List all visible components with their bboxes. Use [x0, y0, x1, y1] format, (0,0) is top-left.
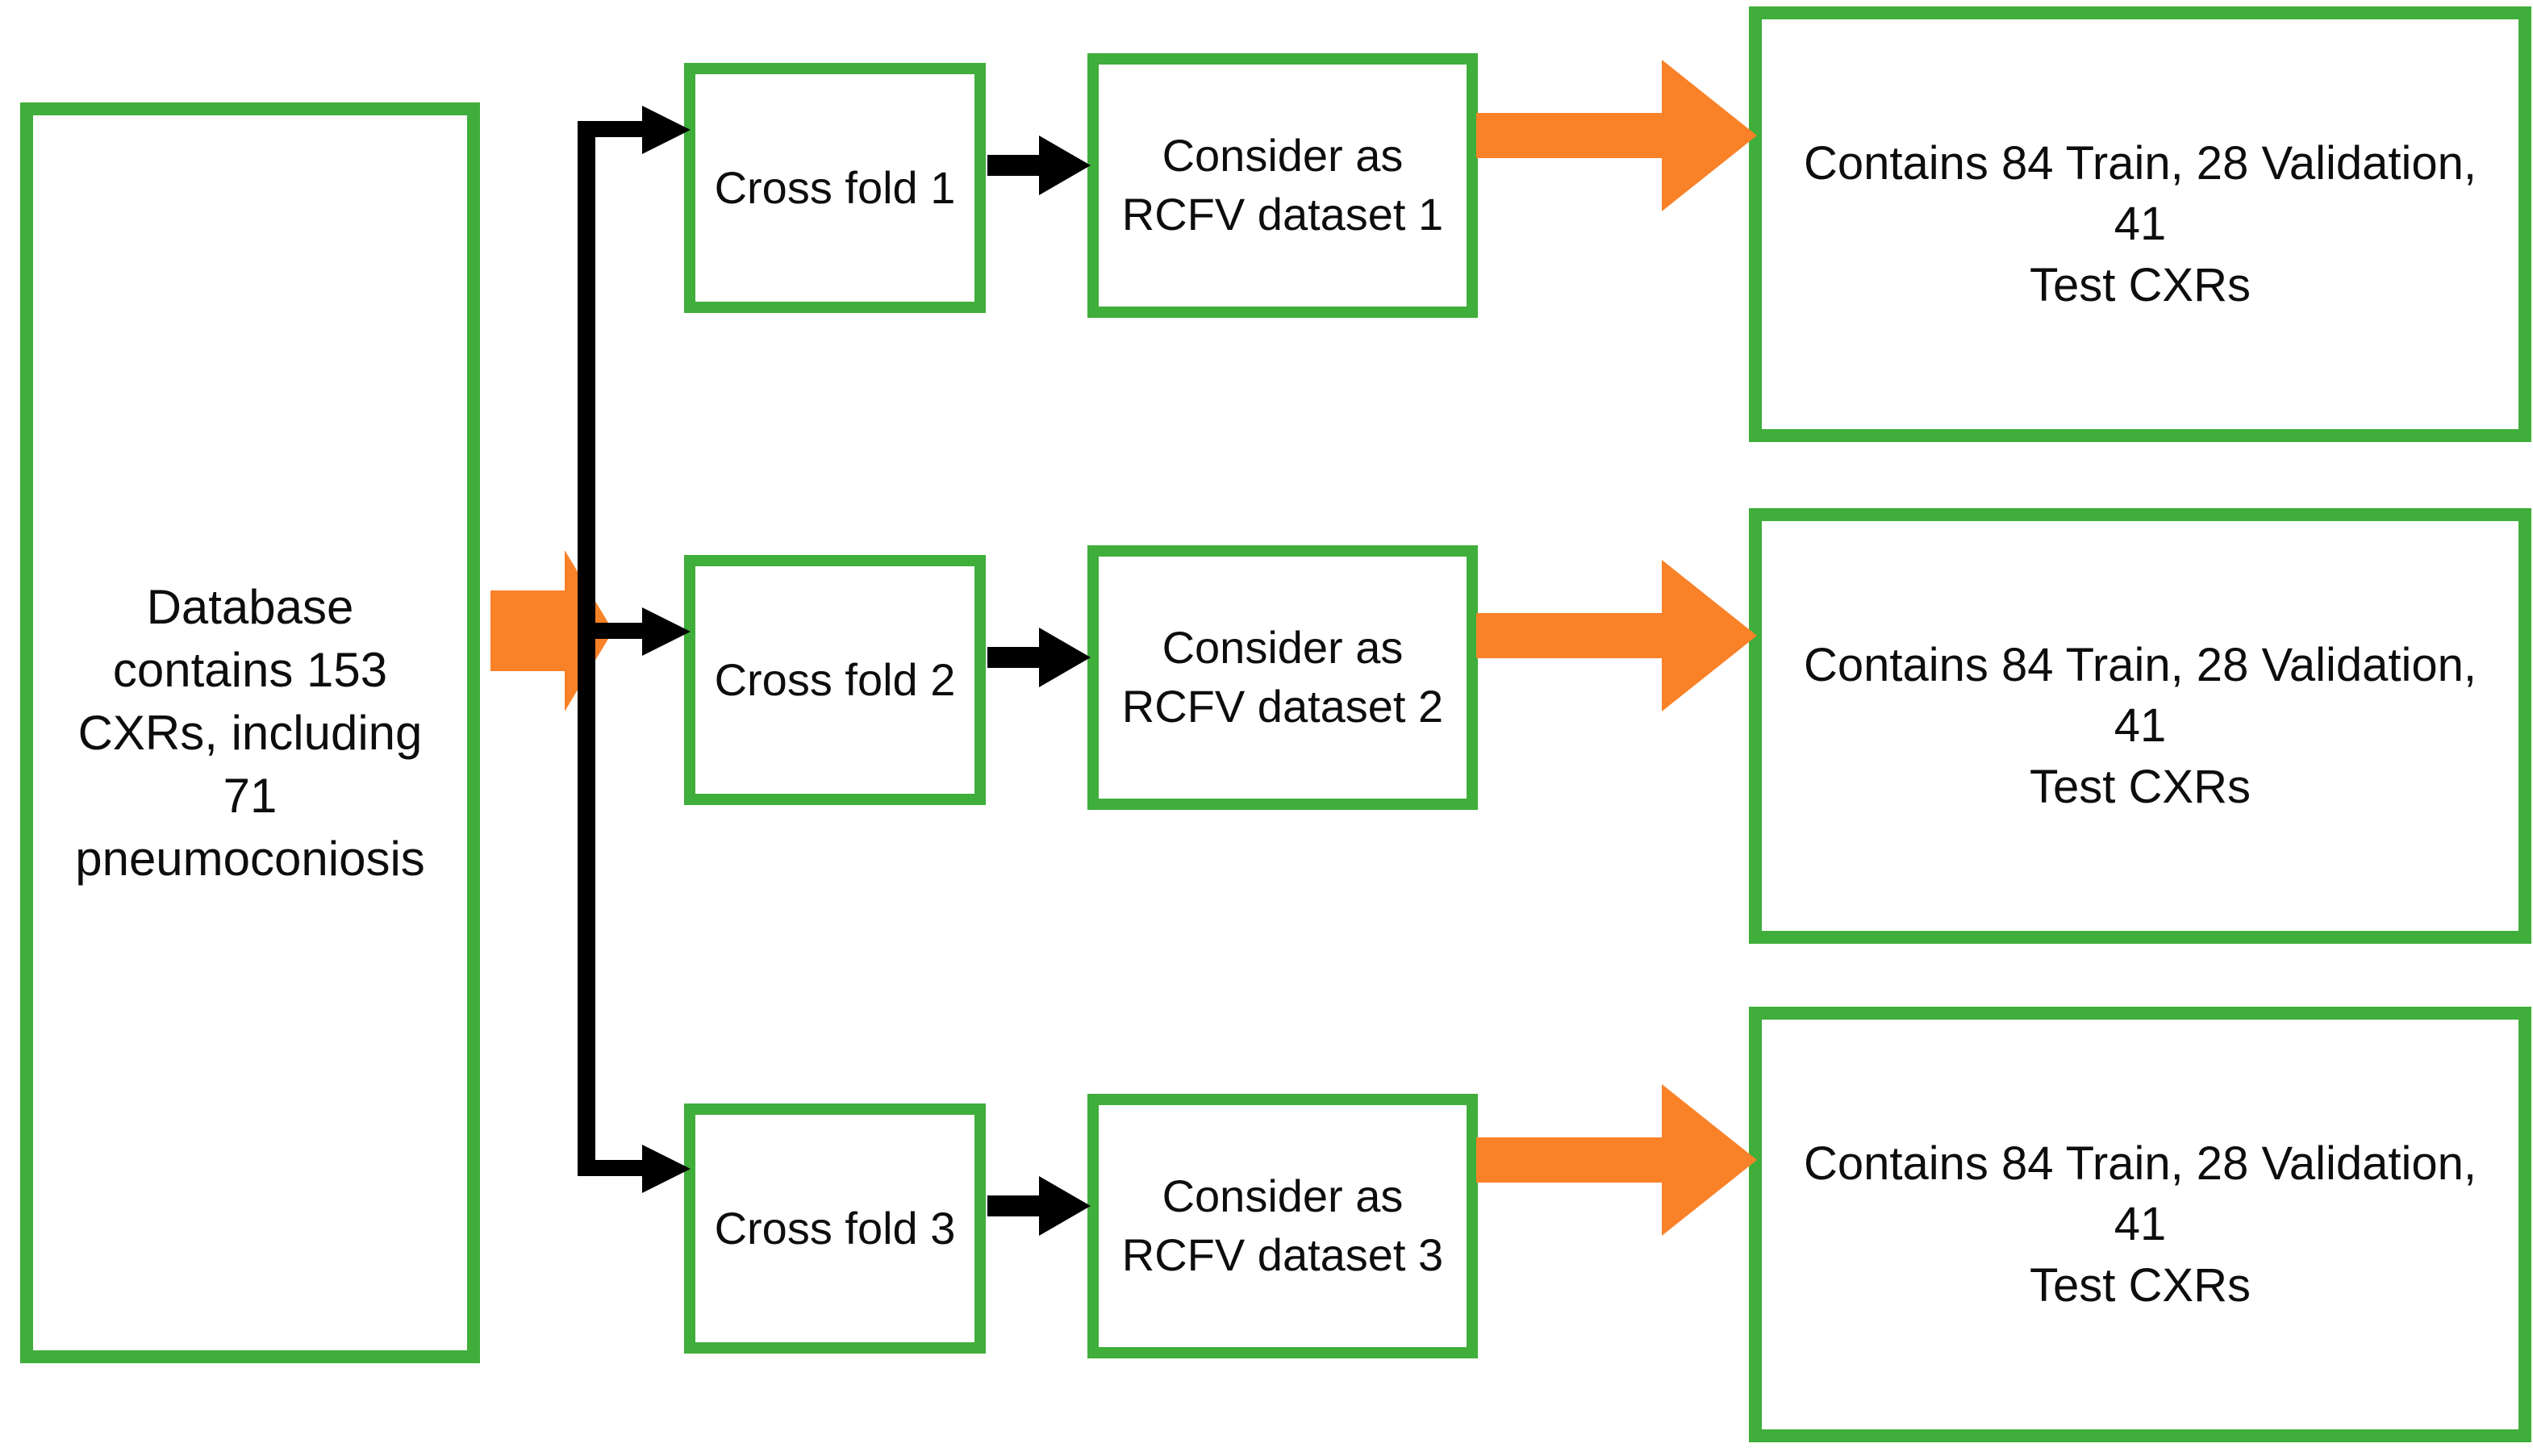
- result-3-box: Contains 84 Train, 28 Validation, 41 Tes…: [1749, 1007, 2531, 1442]
- orange-split-arrow: [490, 550, 613, 711]
- arrow-cross-fold-1-to-rcfv-1: [987, 136, 1091, 195]
- rcfv-dataset-2-label: Consider as RCFV dataset 2: [1121, 622, 1444, 732]
- result-1-label: Contains 84 Train, 28 Validation, 41 Tes…: [1803, 136, 2477, 311]
- orange-result-arrow-2: [1476, 560, 1757, 711]
- cross-fold-3-label: Cross fold 3: [714, 1202, 956, 1254]
- connector-trunk-to-cross-fold-3: [578, 1145, 691, 1193]
- cross-fold-3-box: Cross fold 3: [684, 1103, 986, 1354]
- arrow-cross-fold-3-to-rcfv-3: [987, 1176, 1091, 1236]
- orange-result-arrow-1: [1476, 60, 1757, 211]
- cross-fold-2-label: Cross fold 2: [714, 653, 956, 705]
- result-2-label: Contains 84 Train, 28 Validation, 41 Tes…: [1803, 638, 2477, 813]
- result-1-box: Contains 84 Train, 28 Validation, 41 Tes…: [1749, 6, 2531, 442]
- rcfv-dataset-1-label: Consider as RCFV dataset 1: [1121, 130, 1444, 240]
- rcfv-dataset-3-label: Consider as RCFV dataset 3: [1121, 1170, 1444, 1280]
- rcfv-dataset-3-box: Consider as RCFV dataset 3: [1087, 1094, 1478, 1358]
- result-2-box: Contains 84 Train, 28 Validation, 41 Tes…: [1749, 508, 2531, 944]
- rcfv-dataset-2-box: Consider as RCFV dataset 2: [1087, 545, 1478, 810]
- connector-trunk-to-cross-fold-1: [578, 106, 691, 154]
- arrow-cross-fold-2-to-rcfv-2: [987, 628, 1091, 687]
- cross-fold-1-box: Cross fold 1: [684, 63, 986, 313]
- rcfv-dataset-1-box: Consider as RCFV dataset 1: [1087, 53, 1478, 318]
- source-database-box: Database contains 153 CXRs, including 71…: [20, 102, 480, 1363]
- orange-result-arrow-3: [1476, 1084, 1757, 1236]
- connector-trunk-to-cross-fold-2: [578, 607, 691, 656]
- branch-trunk-line: [578, 121, 595, 1176]
- cross-fold-1-label: Cross fold 1: [714, 161, 956, 213]
- cross-fold-2-box: Cross fold 2: [684, 555, 986, 805]
- source-database-label: Database contains 153 CXRs, including 71…: [75, 579, 425, 886]
- result-3-label: Contains 84 Train, 28 Validation, 41 Tes…: [1803, 1137, 2477, 1312]
